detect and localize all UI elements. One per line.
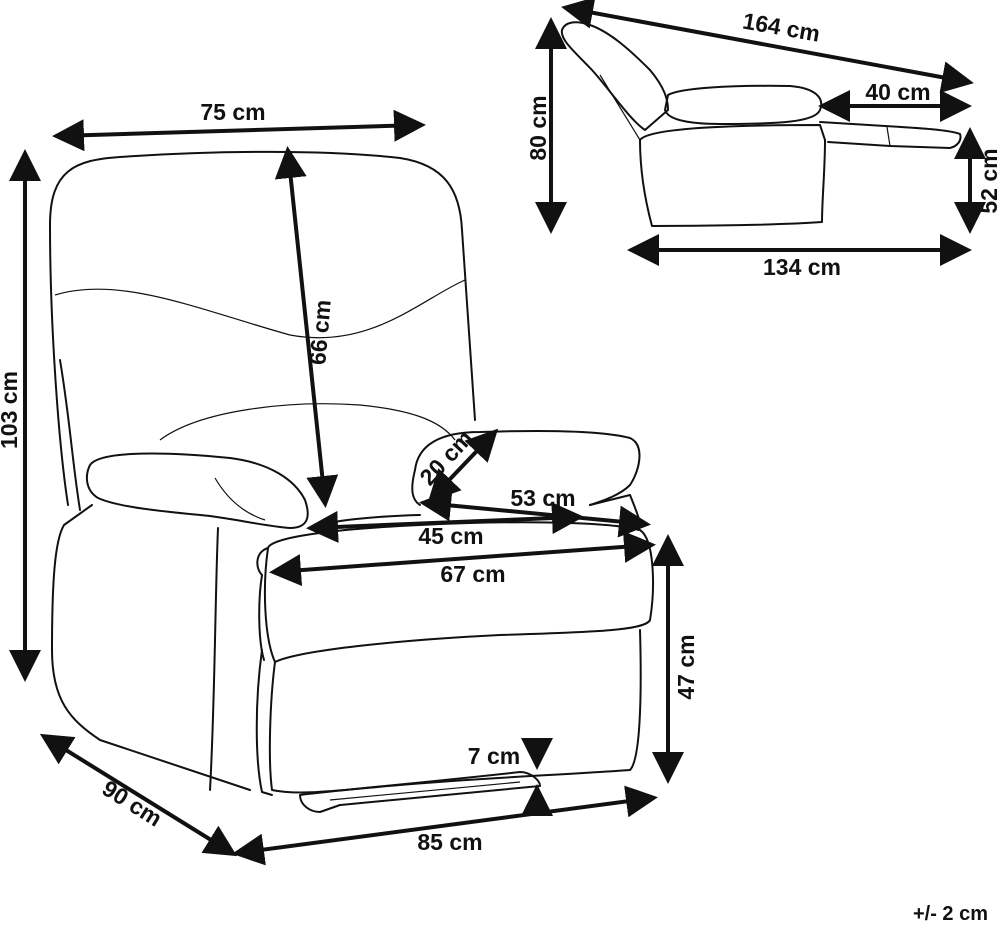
backrest-inner-edge bbox=[59, 359, 81, 511]
dim-front-width-arrow bbox=[269, 530, 656, 587]
label-seat-width: 45 cm bbox=[418, 523, 483, 549]
dim-seat-width-arrow bbox=[306, 502, 584, 543]
dimension-labels: 75 cm 103 cm 66 cm 20 cm 53 cm 45 cm 67 … bbox=[0, 8, 1000, 925]
label-width-bottom: 85 cm bbox=[417, 829, 482, 855]
reclined-backrest bbox=[560, 21, 669, 131]
reclined-footrest-seam bbox=[886, 126, 891, 147]
seat-cushion-side bbox=[256, 547, 269, 661]
backrest-seam-bottom bbox=[159, 403, 456, 441]
label-height-total: 103 cm bbox=[0, 371, 22, 449]
label-backrest: 66 cm bbox=[304, 299, 336, 366]
left-armrest-seam bbox=[214, 477, 266, 521]
label-clearance: 7 cm bbox=[468, 743, 520, 769]
label-footrest-length: 40 cm bbox=[865, 79, 930, 105]
label-footrest-height: 52 cm bbox=[976, 148, 1000, 213]
label-tolerance: +/- 2 cm bbox=[913, 903, 988, 925]
dim-backrest-arrow bbox=[274, 146, 339, 508]
backrest-seam-top bbox=[54, 279, 466, 339]
dim-reclined-length-arrow bbox=[561, 0, 974, 94]
label-reclined-height: 80 cm bbox=[525, 95, 551, 160]
reclined-arm-link bbox=[599, 74, 641, 141]
label-depth: 90 cm bbox=[98, 775, 167, 832]
reclined-seat-cushion bbox=[664, 84, 823, 125]
label-seat-depth: 53 cm bbox=[510, 485, 575, 511]
backrest-outline bbox=[49, 150, 476, 506]
dimension-lines bbox=[9, 0, 986, 866]
dim-width-bottom-arrow bbox=[232, 785, 658, 866]
label-seat-height: 47 cm bbox=[673, 634, 699, 699]
chair-side-reclined-view bbox=[560, 21, 962, 227]
label-front-width: 67 cm bbox=[440, 561, 505, 587]
reclined-body bbox=[639, 124, 826, 227]
left-side-front-edge bbox=[209, 527, 219, 791]
dim-armrest-arrow bbox=[427, 428, 499, 503]
dim-depth-arrow bbox=[39, 733, 238, 857]
dim-width-top-arrow bbox=[52, 109, 426, 152]
front-base-panel bbox=[268, 629, 642, 794]
label-width-top: 75 cm bbox=[200, 99, 265, 125]
left-side-panel bbox=[51, 504, 251, 791]
chair-front-view bbox=[49, 150, 654, 813]
label-reclined-base: 134 cm bbox=[763, 254, 841, 280]
left-armrest bbox=[85, 452, 309, 529]
